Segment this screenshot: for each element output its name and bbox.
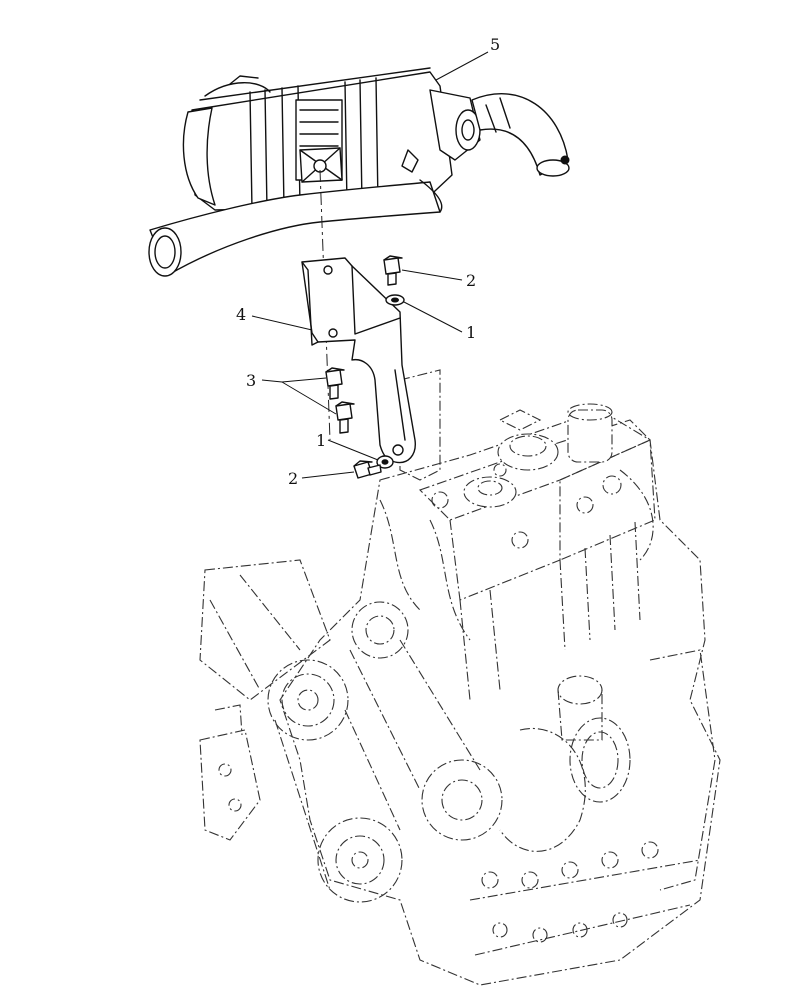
callout-1-upper: 1 — [466, 323, 476, 342]
washer-upper — [385, 294, 405, 306]
bolt-upper — [383, 255, 403, 286]
leader-lines — [251, 51, 489, 479]
callout-2-upper: 2 — [466, 271, 476, 290]
callout-3: 3 — [246, 371, 256, 390]
air-cleaner-assembly — [148, 67, 570, 277]
callout-1-lower: 1 — [316, 431, 326, 450]
engine-block — [199, 369, 721, 986]
bolt-pair-3 — [325, 367, 355, 434]
bolt-lower — [353, 460, 382, 479]
callout-4: 4 — [236, 305, 246, 324]
callout-2-lower: 2 — [288, 469, 298, 488]
assembly-axis-upper — [319, 169, 331, 441]
washer-lower — [376, 455, 394, 469]
callout-5: 5 — [490, 35, 500, 54]
